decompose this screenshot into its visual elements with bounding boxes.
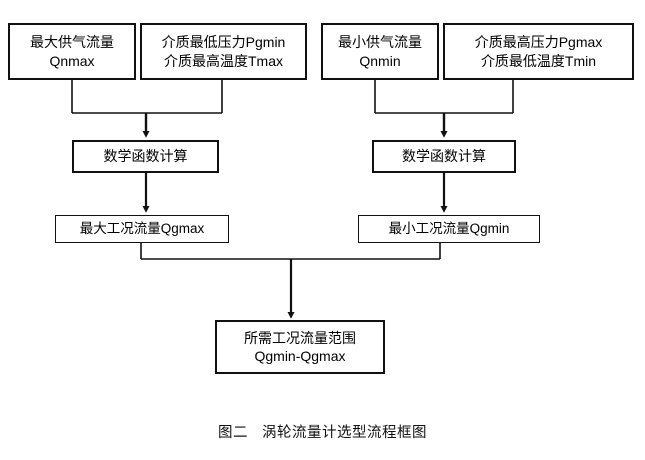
connector-left-merge xyxy=(71,80,223,138)
node-max-pressure-min-temp[interactable]: 介质最高压力Pgmax 介质最低温度Tmin xyxy=(443,23,634,80)
node-min-pressure-max-temp-line1: 介质最低压力Pgmin xyxy=(161,34,286,51)
node-max-supply-flow[interactable]: 最大供气流量 Qnmax xyxy=(8,23,136,80)
node-min-pressure-max-temp[interactable]: 介质最低压力Pgmin 介质最高温度Tmax xyxy=(140,23,307,80)
node-max-pressure-min-temp-line1: 介质最高压力Pgmax xyxy=(474,34,603,51)
node-max-pressure-min-temp-line2: 介质最低温度Tmin xyxy=(480,52,597,69)
node-min-working-flow-label: 最小工况流量Qgmin xyxy=(388,221,510,237)
node-required-flow-range[interactable]: 所需工况流量范围 Qgmin-Qgmax xyxy=(215,320,385,374)
node-required-flow-range-line1: 所需工况流量范围 xyxy=(244,329,356,346)
node-max-supply-flow-line1: 最大供气流量 xyxy=(30,34,114,51)
node-math-calc-right-label: 数学函数计算 xyxy=(402,148,486,165)
connector-bottom-merge xyxy=(140,243,441,319)
node-math-calc-right[interactable]: 数学函数计算 xyxy=(372,140,516,173)
node-min-supply-flow-line1: 最小供气流量 xyxy=(338,34,422,51)
connector-right-merge xyxy=(374,80,514,138)
node-min-supply-flow-line2: Qnmin xyxy=(359,52,401,69)
node-max-working-flow-label: 最大工况流量Qgmax xyxy=(79,221,205,237)
figure-caption-text: 涡轮流量计选型流程框图 xyxy=(262,425,427,441)
node-max-supply-flow-line2: Qnmax xyxy=(49,52,95,69)
node-min-supply-flow[interactable]: 最小供气流量 Qnmin xyxy=(321,23,439,80)
node-max-working-flow[interactable]: 最大工况流量Qgmax xyxy=(55,215,229,243)
figure-caption-number: 图二 xyxy=(218,425,248,441)
node-min-working-flow[interactable]: 最小工况流量Qgmin xyxy=(358,215,540,243)
node-min-pressure-max-temp-line2: 介质最高温度Tmax xyxy=(164,52,283,69)
node-math-calc-left-label: 数学函数计算 xyxy=(103,148,188,165)
node-math-calc-left[interactable]: 数学函数计算 xyxy=(72,140,219,173)
figure-caption: 图二涡轮流量计选型流程框图 xyxy=(0,421,645,442)
node-required-flow-range-line2: Qgmin-Qgmax xyxy=(254,348,346,364)
